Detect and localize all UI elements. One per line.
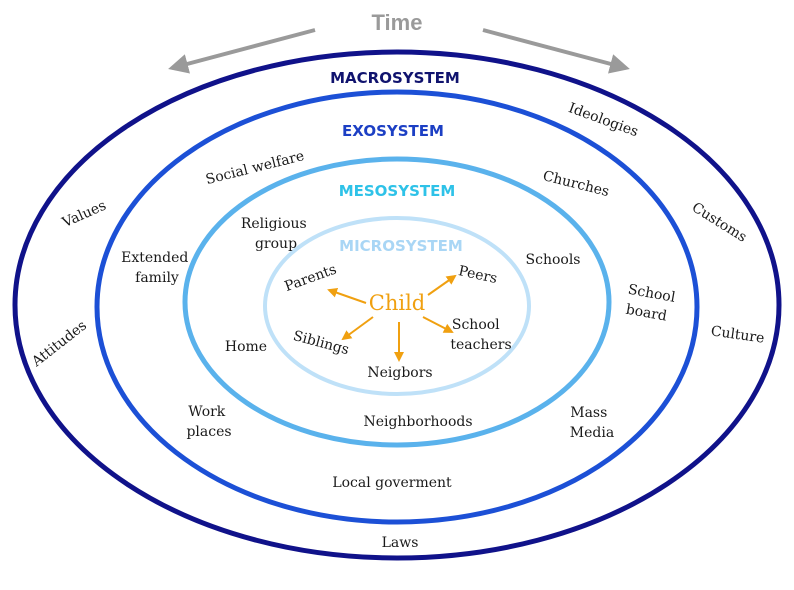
time-arrow-left xyxy=(168,28,316,74)
exo-item-social-welfare: Social welfare xyxy=(204,148,306,188)
macro-item-culture: Culture xyxy=(710,323,766,346)
time-label: Time xyxy=(372,10,423,35)
time-arrow-right xyxy=(482,28,630,74)
religious-group-line-1: Religious xyxy=(241,216,307,232)
school-board-line-2: board xyxy=(625,302,669,325)
micro-item-school-teachers: School teachers xyxy=(450,317,511,353)
macro-item-laws: Laws xyxy=(382,535,419,551)
extended-family-line-1: Extended xyxy=(121,250,188,266)
arrow-to-peers xyxy=(427,274,457,296)
meso-item-neighborhoods: Neighborhoods xyxy=(363,414,472,430)
micro-item-neighbors: Neigbors xyxy=(367,365,432,381)
macro-item-values: Values xyxy=(59,198,109,232)
work-places-line-1: Work xyxy=(188,404,226,420)
mass-media-line-2: Media xyxy=(570,425,614,441)
arrow-to-siblings xyxy=(341,316,374,341)
micro-item-siblings: Siblings xyxy=(291,328,350,358)
meso-item-schools: Schools xyxy=(526,252,581,268)
exosystem-ring xyxy=(94,89,700,525)
exo-item-work-places: Work places xyxy=(186,404,231,440)
exo-item-mass-media: Mass Media xyxy=(570,405,614,441)
micro-item-peers: Peers xyxy=(457,263,499,287)
mesosystem-title: MESOSYSTEM xyxy=(339,182,456,200)
child-label: Child xyxy=(369,291,425,315)
exo-item-churches: Churches xyxy=(541,168,611,200)
microsystem-ring xyxy=(263,216,531,396)
exo-item-local-government: Local goverment xyxy=(332,475,452,491)
arrow-to-parents xyxy=(327,287,367,304)
mass-media-line-1: Mass xyxy=(570,405,607,421)
extended-family-line-2: family xyxy=(135,270,179,286)
mesosystem-ring xyxy=(182,156,612,448)
macrosystem-title: MACROSYSTEM xyxy=(330,69,460,87)
exosystem-title: EXOSYSTEM xyxy=(342,122,444,140)
religious-group-line-2: group xyxy=(255,236,297,252)
macro-item-attitudes: Attitudes xyxy=(28,318,90,371)
exo-item-school-board: School board xyxy=(623,282,681,327)
macrosystem-ring xyxy=(12,49,782,561)
school-teachers-line-1: School xyxy=(452,317,500,333)
work-places-line-2: places xyxy=(186,424,231,440)
school-teachers-line-2: teachers xyxy=(450,337,511,353)
meso-item-religious-group: Religious group xyxy=(241,216,311,252)
exo-item-extended-family: Extended family xyxy=(121,250,193,286)
macro-item-customs: Customs xyxy=(689,200,750,246)
arrow-to-school-teachers xyxy=(422,316,454,333)
meso-item-home: Home xyxy=(225,339,267,355)
microsystem-title: MICROSYSTEM xyxy=(339,237,463,255)
